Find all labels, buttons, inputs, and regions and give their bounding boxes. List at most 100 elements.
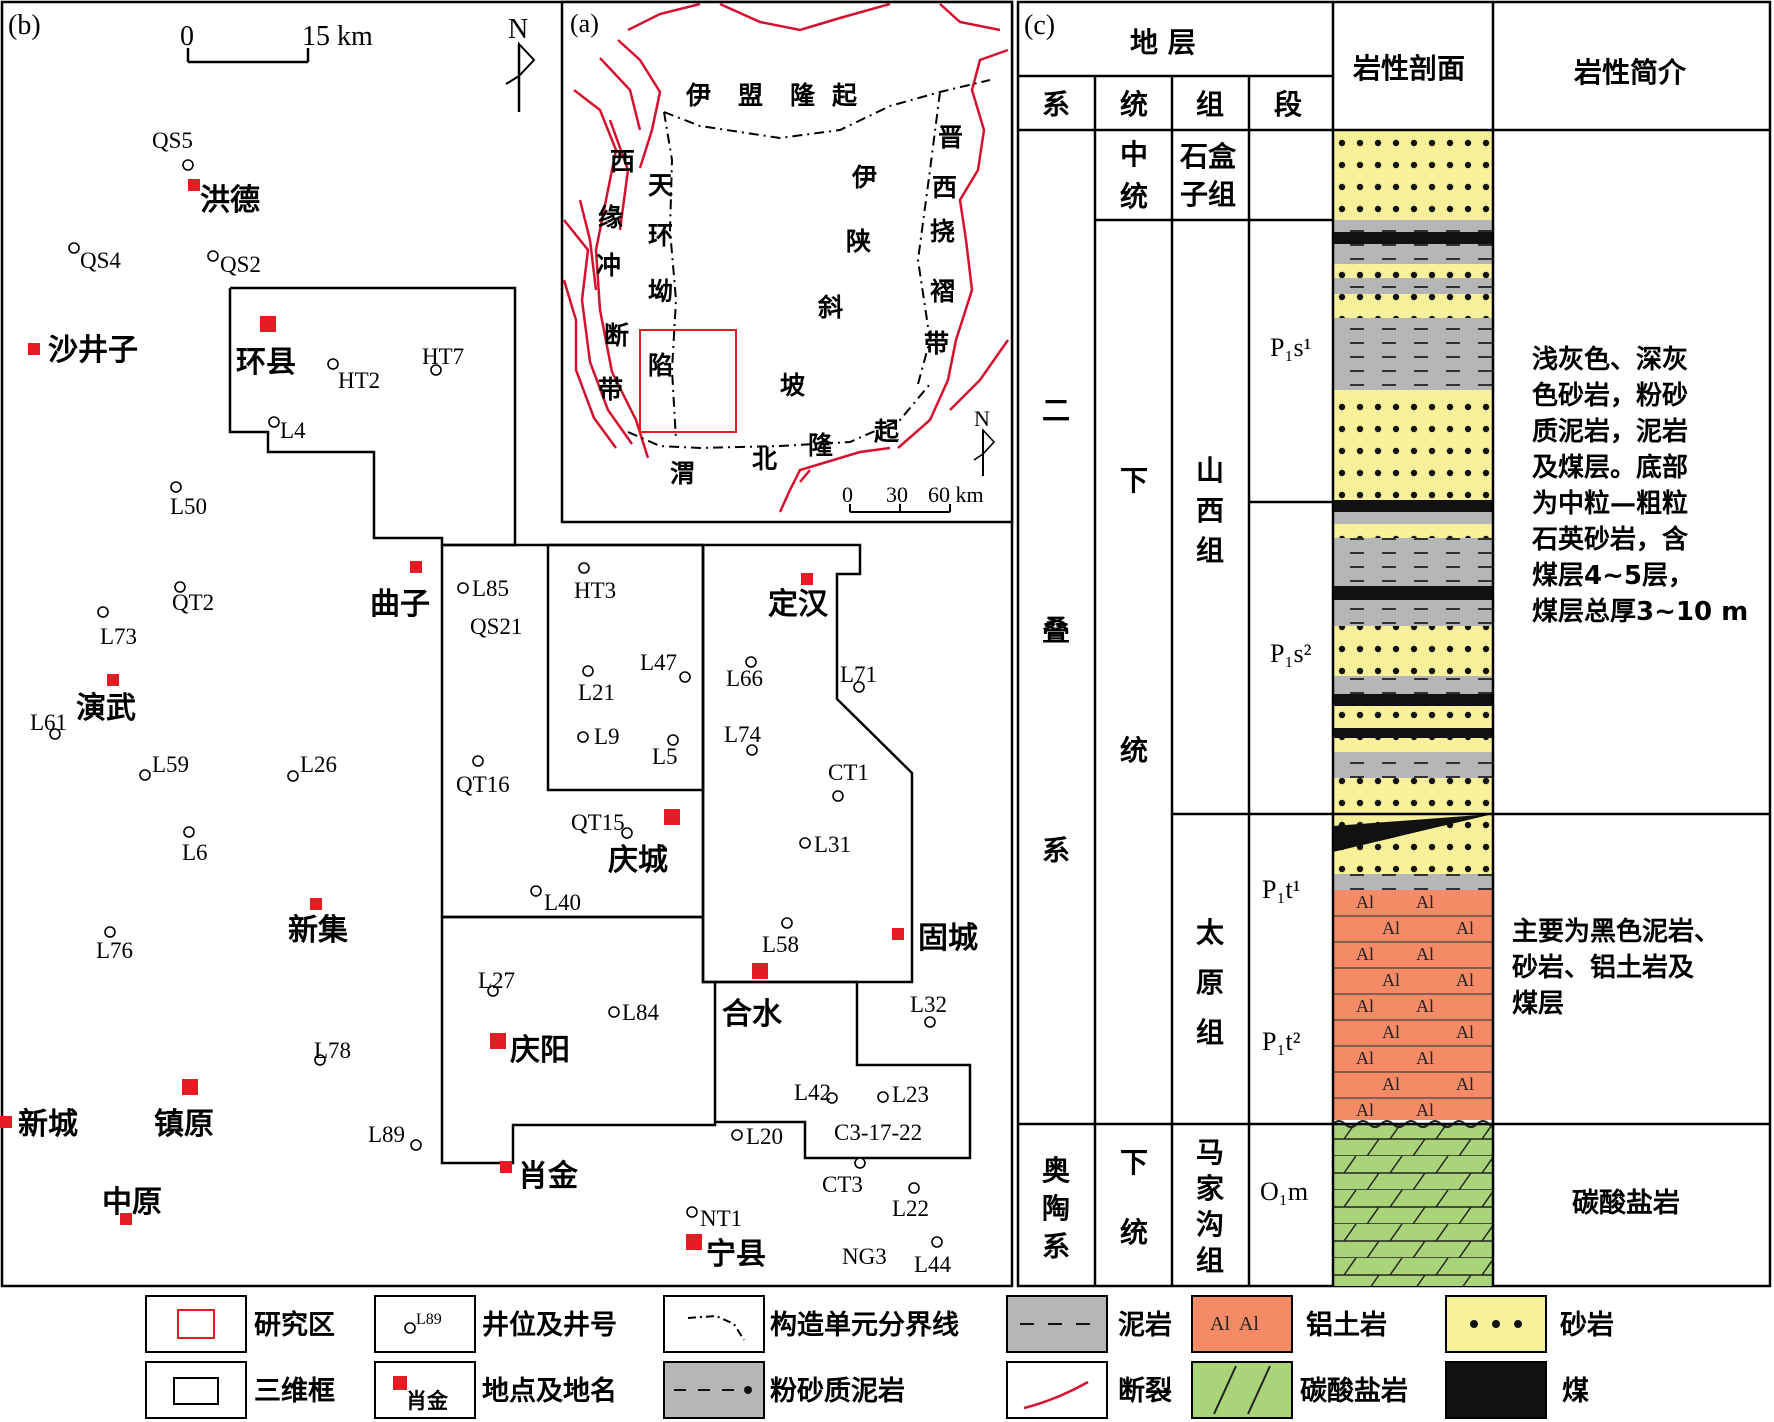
place-marker-icon (120, 1213, 132, 1225)
well-label: L23 (892, 1082, 929, 1107)
well-l74: L74 (724, 722, 762, 756)
header-section: 岩性剖面 (1352, 52, 1465, 85)
well-l61: L61 (30, 710, 67, 740)
well-marker-icon (268, 416, 280, 428)
well-l58: L58 (762, 917, 799, 957)
scale-bar: 0 15 km (180, 21, 373, 64)
well-label: L27 (478, 968, 515, 993)
well-label: L42 (794, 1080, 831, 1105)
place-marker-icon (686, 1234, 702, 1250)
code-p1s2: P₁s² (1270, 639, 1312, 668)
al-label: Al (1356, 944, 1374, 964)
svg-text:60 km: 60 km (928, 482, 984, 507)
al-label: Al (1382, 1022, 1400, 1042)
header-tong: 统 (1120, 88, 1148, 121)
place-marker-icon (28, 343, 40, 355)
litho-sand (1333, 130, 1493, 220)
well-marker-icon (799, 837, 811, 849)
legend: 研究区 L89 井位及井号 构造单元分界线 泥岩 Al Al 铝土岩 砂岩 三维… (145, 1295, 1614, 1419)
al-label: Al (1382, 918, 1400, 938)
svg-text:陷: 陷 (648, 351, 673, 380)
well-label: L44 (914, 1252, 952, 1277)
well-qt15: QT15 (571, 810, 633, 839)
well-label: L50 (170, 494, 207, 519)
panel-c-label: (c) (1024, 10, 1055, 41)
well-label: L20 (746, 1124, 783, 1149)
legend-coal: 煤 (1562, 1376, 1589, 1407)
well-label: QT2 (172, 590, 214, 615)
legend-3d-box: 三维框 (254, 1376, 335, 1407)
well-marker-icon (183, 826, 195, 838)
well-marker-icon (68, 242, 80, 254)
well-qs5: QS5 (152, 128, 194, 171)
well-label: QS21 (470, 614, 522, 639)
well-marker-icon (853, 681, 865, 693)
svg-text:统: 统 (1120, 180, 1148, 213)
legend-study-area: 研究区 (254, 1309, 335, 1341)
well-label: L47 (640, 650, 677, 675)
svg-text:起: 起 (832, 81, 858, 110)
legend-sandstone-icon (1445, 1295, 1547, 1353)
svg-text:二: 二 (1042, 394, 1070, 427)
place-name: 镇原 (154, 1107, 214, 1142)
svg-text:陕: 陕 (846, 227, 871, 256)
well-label: L32 (910, 992, 947, 1017)
well-marker-icon (621, 827, 633, 839)
svg-text:山: 山 (1196, 454, 1224, 487)
svg-text:隆: 隆 (808, 431, 834, 460)
place-yanwu: 演武 (76, 674, 136, 726)
well-label: NT1 (700, 1206, 742, 1231)
legend-boundary: 构造单元分界线 (770, 1310, 959, 1341)
legend-fault-icon (1023, 1380, 1089, 1410)
al-label: Al (1456, 1074, 1474, 1094)
litho-bauxite (1333, 890, 1493, 1120)
well-ct3: CT3 (822, 1157, 866, 1197)
well-marker-icon (472, 755, 484, 767)
well-marker-icon (667, 734, 679, 746)
place-shajingzi: 沙井子 (28, 333, 138, 368)
well-label: L4 (280, 418, 306, 443)
place-marker-icon (107, 674, 119, 686)
cell-shanxi-formation: 山西组 (1196, 454, 1224, 567)
legend-study-area-icon (177, 1309, 215, 1339)
well-marker-icon (745, 656, 757, 668)
well-l84: L84 (608, 1000, 660, 1025)
well-l42: L42 (794, 1080, 838, 1105)
litho-carbonate (1333, 1124, 1493, 1286)
place-marker-icon (188, 179, 200, 191)
well-marker-icon (608, 1006, 620, 1018)
svg-text:带: 带 (598, 375, 623, 404)
well-label: L58 (762, 932, 799, 957)
well-marker-icon (182, 159, 194, 171)
north-arrow-a-icon: N (973, 406, 996, 476)
cell-middle-series: 中统 (1120, 138, 1148, 213)
well-label: L85 (472, 576, 509, 601)
svg-text:0: 0 (842, 482, 853, 507)
well-l59: L59 (139, 752, 189, 781)
well-marker-icon (832, 790, 844, 802)
svg-text:伊: 伊 (685, 81, 711, 110)
al-label: Al (1456, 970, 1474, 990)
place-name: 沙井子 (48, 333, 138, 368)
place-name: 肖金 (518, 1159, 579, 1194)
place-qingcheng: 庆城 (608, 809, 680, 878)
svg-text:下: 下 (1120, 1146, 1148, 1179)
place-zhongyuan: 中原 (102, 1185, 162, 1225)
well-label: NG3 (842, 1244, 887, 1269)
svg-text:挠: 挠 (930, 217, 955, 246)
place-name: 中原 (102, 1185, 162, 1220)
place-qingyang: 庆阳 (490, 1033, 570, 1068)
place-name: 环县 (236, 345, 296, 380)
legend-3d-box-icon (173, 1377, 219, 1405)
well-marker-icon (577, 731, 589, 743)
place-xinji: 新集 (288, 898, 349, 948)
svg-text:坳: 坳 (648, 277, 673, 306)
well-l9: L9 (577, 724, 620, 749)
svg-text:坡: 坡 (780, 371, 805, 400)
cell-taiyuan-formation: 太原组 (1196, 916, 1225, 1049)
well-marker-icon (781, 917, 793, 929)
